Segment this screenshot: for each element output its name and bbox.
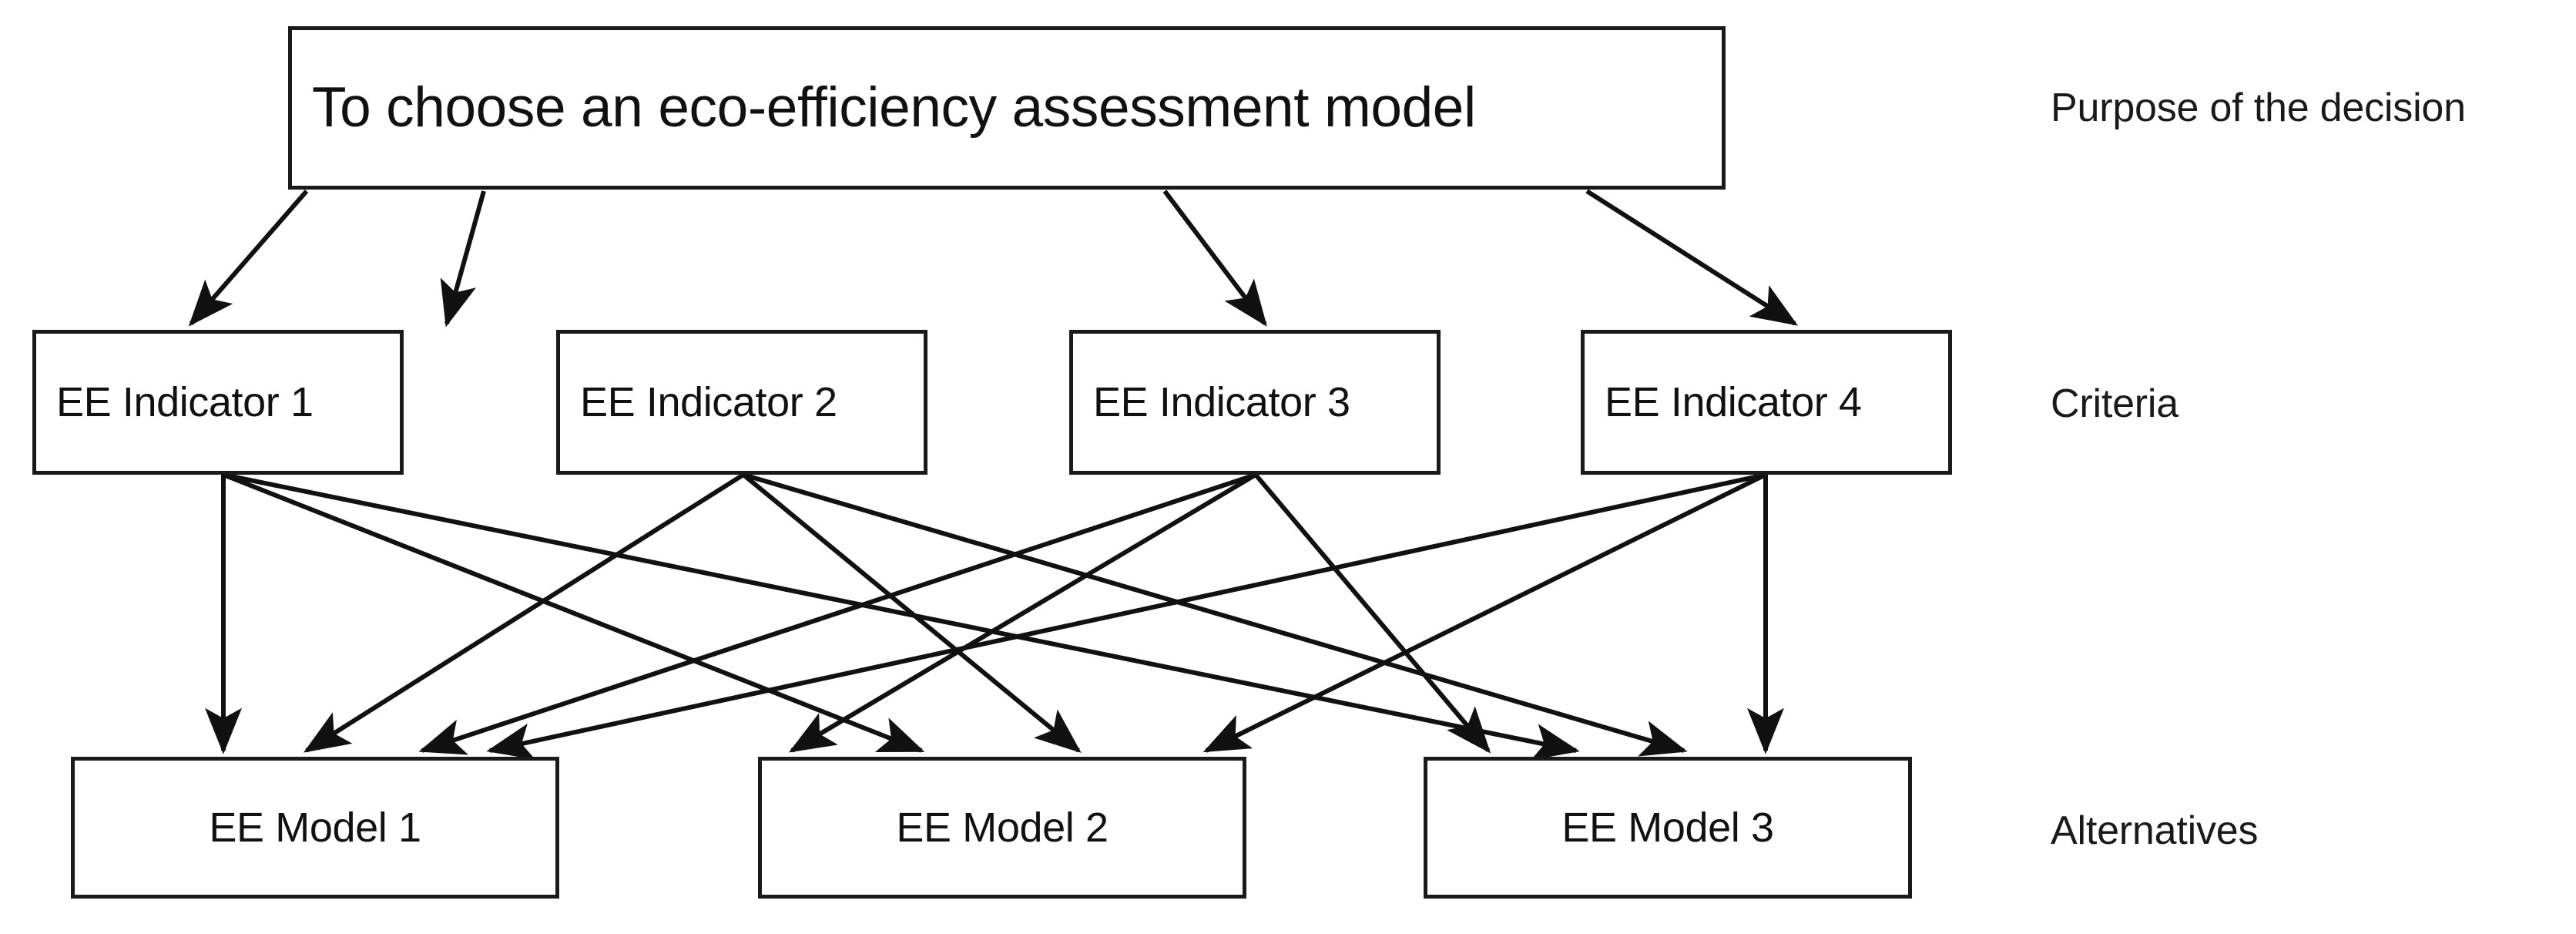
edge-c2-a2 xyxy=(742,472,1082,754)
tier-label-purpose: Purpose of the decision xyxy=(2051,86,2466,130)
alternative-node-3-label: EE Model 3 xyxy=(1561,804,1774,851)
edge-goal-c4 xyxy=(1585,189,1799,326)
edge-c3-a1 xyxy=(418,472,1256,755)
edge-goal-c1 xyxy=(188,190,309,327)
goal-node[interactable]: To choose an eco-efficiency assessment m… xyxy=(288,26,1726,190)
edge-c2-a1 xyxy=(303,472,745,753)
criterion-node-1[interactable]: EE Indicator 1 xyxy=(32,330,404,475)
criterion-node-2[interactable]: EE Indicator 2 xyxy=(556,330,927,475)
edge-c1-a3 xyxy=(223,472,1580,761)
edge-goal-c3 xyxy=(1162,190,1267,327)
edge-c4-a2 xyxy=(1202,472,1767,753)
edge-c4-a1 xyxy=(486,472,1766,760)
tier-label-alternatives: Alternatives xyxy=(2051,808,2259,853)
edge-c3-a2 xyxy=(788,472,1257,753)
criterion-node-3-label: EE Indicator 3 xyxy=(1093,378,1350,425)
criterion-node-2-label: EE Indicator 2 xyxy=(580,378,837,425)
alternative-node-1[interactable]: EE Model 1 xyxy=(71,757,559,899)
criterion-node-4[interactable]: EE Indicator 4 xyxy=(1581,330,1952,475)
tier-label-criteria: Criteria xyxy=(2051,381,2179,426)
alternative-node-2-label: EE Model 2 xyxy=(896,804,1109,851)
edge-c3-a3 xyxy=(1253,473,1491,754)
criterion-node-4-label: EE Indicator 4 xyxy=(1605,378,1862,425)
criterion-node-1-label: EE Indicator 1 xyxy=(56,378,314,425)
alternative-node-1-label: EE Model 1 xyxy=(209,804,421,851)
edge-c2-a3 xyxy=(743,472,1688,757)
alternative-node-2[interactable]: EE Model 2 xyxy=(758,757,1246,899)
criterion-node-3[interactable]: EE Indicator 3 xyxy=(1069,330,1441,475)
alternative-node-3[interactable]: EE Model 3 xyxy=(1424,757,1912,899)
edge-c1-a2 xyxy=(222,472,925,753)
edge-goal-c2 xyxy=(440,190,486,328)
goal-node-label: To choose an eco-efficiency assessment m… xyxy=(312,76,1476,139)
